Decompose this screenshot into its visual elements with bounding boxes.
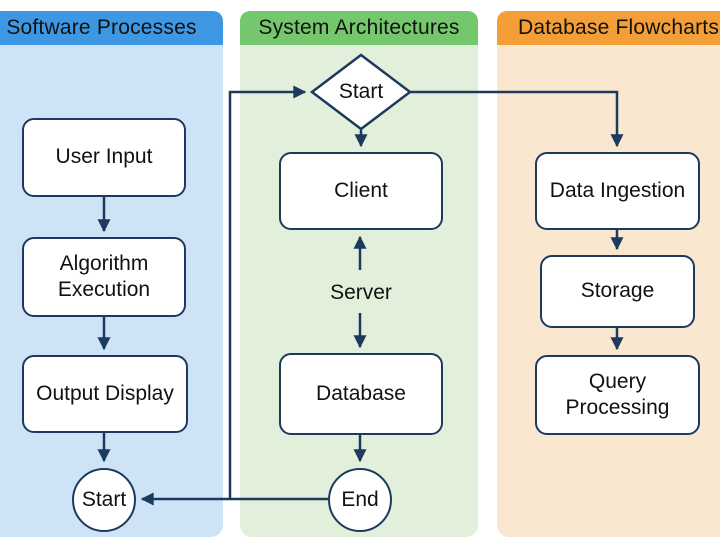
node-end-circle: End — [328, 468, 392, 532]
node-output-display: Output Display — [22, 355, 188, 433]
node-query-processing: Query Processing — [535, 355, 700, 435]
node-user-input: User Input — [22, 118, 186, 197]
node-storage: Storage — [540, 255, 695, 328]
node-client: Client — [279, 152, 443, 230]
column-header-software-processes: Software Processes — [0, 11, 223, 45]
column-header-system-architectures: System Architectures — [240, 11, 478, 45]
node-database: Database — [279, 353, 443, 435]
start-diamond-shape — [309, 53, 413, 131]
edge-diamond-to-dataingestion — [410, 90, 624, 148]
node-server-label: Server — [330, 280, 392, 304]
node-data-ingestion: Data Ingestion — [535, 152, 700, 230]
edge-loop-to-startdiamond — [228, 85, 307, 499]
column-header-database-flowcharts: Database Flowcharts — [497, 11, 720, 45]
node-start-circle-software: Start — [72, 468, 136, 532]
node-start-diamond: Start — [338, 79, 384, 103]
node-algorithm-execution: Algorithm Execution — [22, 237, 186, 317]
column-title: Database Flowcharts — [517, 16, 720, 39]
column-title: Software Processes — [6, 16, 197, 39]
column-title: System Architectures — [258, 16, 460, 39]
